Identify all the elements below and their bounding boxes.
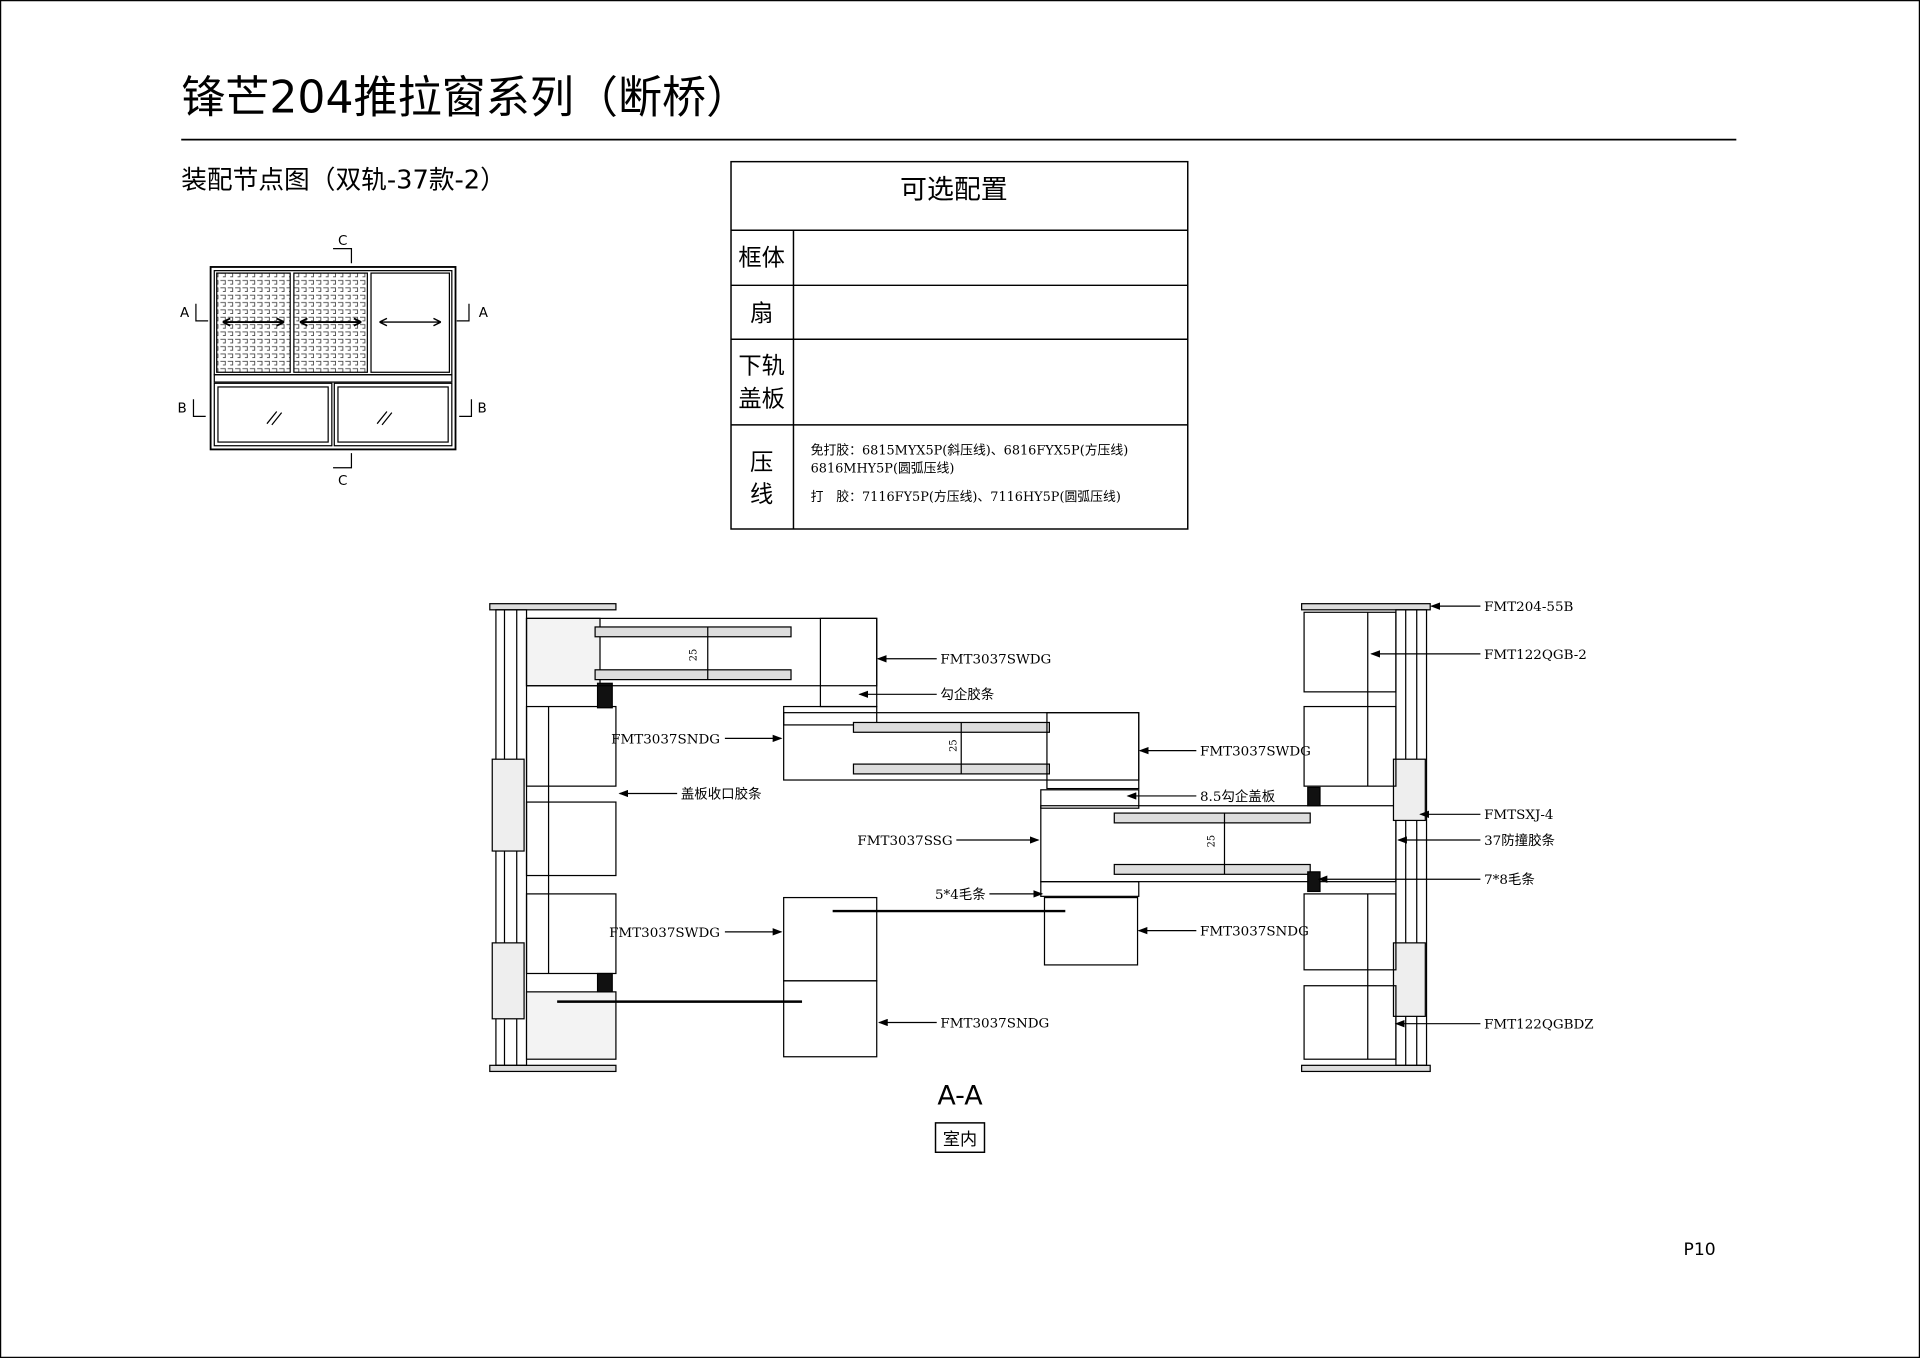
callout-swdg-low: FMT3037SWDG: [609, 926, 720, 941]
callout-brush-78: 7*8毛条: [1484, 871, 1535, 888]
svg-text:25: 25: [689, 649, 700, 661]
indoor-label-box: [934, 1122, 986, 1153]
sash-profile: [1043, 896, 1139, 966]
page-number: P10: [1684, 1240, 1716, 1260]
row-label-bead: 压: [750, 449, 773, 476]
window-elevation: [192, 247, 473, 469]
svg-text:B: B: [178, 402, 187, 417]
table-title: 可选配置: [900, 174, 1008, 205]
callout-gouqi-strip: 勾企胶条: [940, 686, 994, 703]
callout-ssg: FMT3037SSG: [857, 834, 952, 849]
callout-cover-plate: 8.5勾企盖板: [1200, 788, 1275, 805]
svg-text:25: 25: [948, 739, 959, 751]
svg-text:A: A: [180, 306, 190, 321]
svg-text:C: C: [338, 234, 347, 249]
row-label-sash: 扇: [750, 300, 773, 327]
callout-sndg-mid: FMT3037SNDG: [1200, 925, 1309, 940]
section-name: A-A: [937, 1081, 983, 1112]
callout-frame-55b: FMT204-55B: [1484, 600, 1573, 615]
bead-option: 免打胶：6815MYX5P(斜压线)、6816FYX5P(方压线): [811, 442, 1129, 458]
svg-text:盖板: 盖板: [738, 386, 785, 413]
frame-profile-left: [489, 603, 617, 611]
bead-option: 6816MHY5P(圆弧压线): [811, 462, 955, 477]
svg-text:B: B: [478, 402, 487, 417]
page-subtitle: 装配节点图（双轨-37款-2）: [181, 166, 506, 196]
svg-text:25: 25: [1207, 835, 1218, 847]
callout-cover-strip: 盖板收口胶条: [681, 785, 762, 802]
section-drawing: [489, 603, 1431, 1073]
page-title: 锋芒204推拉窗系列（断桥）: [181, 73, 750, 124]
callout-brush-54: 5*4毛条: [935, 886, 986, 903]
callout-sndg-bottom: FMT3037SNDG: [940, 1016, 1049, 1031]
callout-bumper: 37防撞胶条: [1484, 832, 1555, 849]
svg-text:C: C: [338, 474, 347, 489]
svg-text:A: A: [479, 306, 489, 321]
frame-profile-right: [1301, 603, 1431, 611]
bead-option: 打 胶：7116FY5P(方压线)、7116HY5P(圆弧压线): [811, 489, 1121, 505]
row-label-frame: 框体: [738, 245, 785, 272]
config-table: 可选配置 框体 扇 下轨 盖板 压 线 免打胶：6815MYX5P(斜压线)、6…: [730, 160, 1189, 530]
leader-lines: [618, 602, 1481, 1028]
callout-swdg-mid: FMT3037SWDG: [1200, 745, 1311, 760]
row-label-track-cover: 下轨: [738, 352, 785, 379]
callout-sxj4: FMTSXJ-4: [1484, 808, 1553, 823]
section-markers: A A B B C C: [178, 234, 489, 489]
callout-labels: FMT3037SWDG 勾企胶条 FMT3037SNDG FMT3037SWDG…: [609, 600, 1594, 1033]
dimension-labels: 25 25 25: [689, 649, 1218, 848]
callout-qgb2: FMT122QGB-2: [1484, 648, 1587, 663]
callout-qgbdz: FMT122QGBDZ: [1484, 1018, 1594, 1033]
indoor-label: 室内: [943, 1130, 977, 1150]
callout-sndg-left: FMT3037SNDG: [611, 732, 720, 747]
callout-swdg-top: FMT3037SWDG: [940, 653, 1051, 668]
svg-text:线: 线: [750, 481, 773, 508]
